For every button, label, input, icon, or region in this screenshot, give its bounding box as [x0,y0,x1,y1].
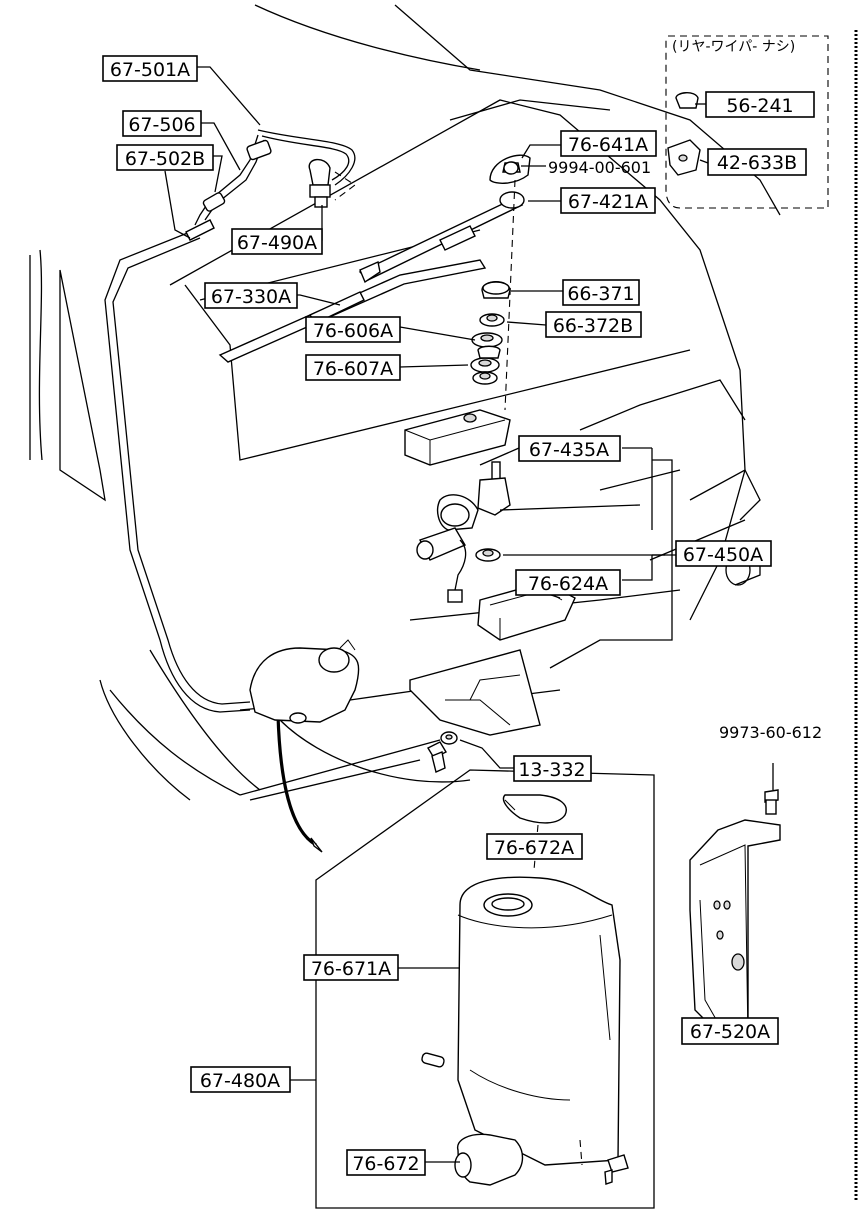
label-76-624A: 76-624A [515,569,621,596]
svg-text:67-490A: 67-490A [237,232,317,254]
reservoir-in-vehicle [249,639,360,724]
svg-text:9973-60-612: 9973-60-612 [719,723,822,742]
svg-text:9994-00-601: 9994-00-601 [548,158,651,177]
svg-text:67-501A: 67-501A [110,59,190,81]
svg-text:67-435A: 67-435A [529,439,609,461]
label-67-490A: 67-490A [231,228,323,255]
label-76-672A: 76-672A [486,833,583,860]
reservoir-mounting-bracket [689,789,781,1041]
label-9994-00-601: 9994-00-601 [548,158,651,177]
label-42-633B: 42-633B [707,148,807,176]
label-67-450A: 67-450A [675,540,772,567]
svg-text:76-624A: 76-624A [528,573,608,595]
motor-bracket-plate [409,649,541,736]
label-56-241: 56-241 [705,91,815,118]
grommet [475,548,501,562]
wiper-motor [416,345,641,603]
svg-text:67-502B: 67-502B [125,148,205,170]
svg-text:76-672: 76-672 [352,1153,419,1175]
svg-text:67-506: 67-506 [128,114,195,136]
label-76-606A: 76-606A [305,316,401,343]
bolt-and-washer [427,731,458,773]
label-67-480A: 67-480A [190,1066,291,1093]
pivot-fasteners [470,161,521,411]
part-labels: 67-501A 67-506 67-502B 67-490A 67-330A 7… [102,39,822,1176]
svg-text:(リヤ-ワイパ- ナシ): (リヤ-ワイパ- ナシ) [672,39,795,55]
label-66-371: 66-371 [562,279,640,306]
rear-washer-nozzle [308,158,356,208]
svg-text:76-607A: 76-607A [313,358,393,380]
label-13-332: 13-332 [513,755,592,782]
svg-text:67-330A: 67-330A [211,286,291,308]
label-67-435A: 67-435A [518,435,621,462]
svg-text:76-671A: 76-671A [311,958,391,980]
svg-text:67-421A: 67-421A [568,191,648,213]
svg-text:66-371: 66-371 [567,283,634,305]
leader-lines [164,66,774,1163]
svg-text:13-332: 13-332 [518,759,585,781]
label-67-520A: 67-520A [681,1017,779,1045]
label-76-641A: 76-641A [560,130,657,157]
label-67-506: 67-506 [122,110,202,137]
label-76-672: 76-672 [346,1149,426,1176]
label-66-372B: 66-372B [545,311,642,338]
svg-text:76-672A: 76-672A [494,837,574,859]
label-76-671A: 76-671A [303,954,399,981]
note-no-rear-wiper: (リヤ-ワイパ- ナシ) [672,39,795,55]
svg-text:76-641A: 76-641A [568,134,648,156]
svg-text:56-241: 56-241 [726,95,793,117]
svg-text:66-372B: 66-372B [553,315,633,337]
reservoir-assembly-group [315,769,655,1209]
wiper-arm-and-blade [218,154,531,363]
label-67-421A: 67-421A [560,187,656,214]
label-67-330A: 67-330A [204,282,298,309]
wiper-motor-cover [404,409,511,466]
svg-text:76-606A: 76-606A [313,320,393,342]
label-76-607A: 76-607A [305,354,401,381]
label-9973-60-612: 9973-60-612 [719,723,822,742]
svg-text:67-480A: 67-480A [200,1070,280,1092]
no-rear-wiper-parts-group [665,35,829,209]
svg-text:67-450A: 67-450A [683,544,763,566]
label-67-502B: 67-502B [116,144,214,171]
svg-text:67-520A: 67-520A [690,1021,770,1043]
label-67-501A: 67-501A [102,55,198,82]
washer-hose [104,129,356,853]
svg-text:42-633B: 42-633B [717,152,797,174]
